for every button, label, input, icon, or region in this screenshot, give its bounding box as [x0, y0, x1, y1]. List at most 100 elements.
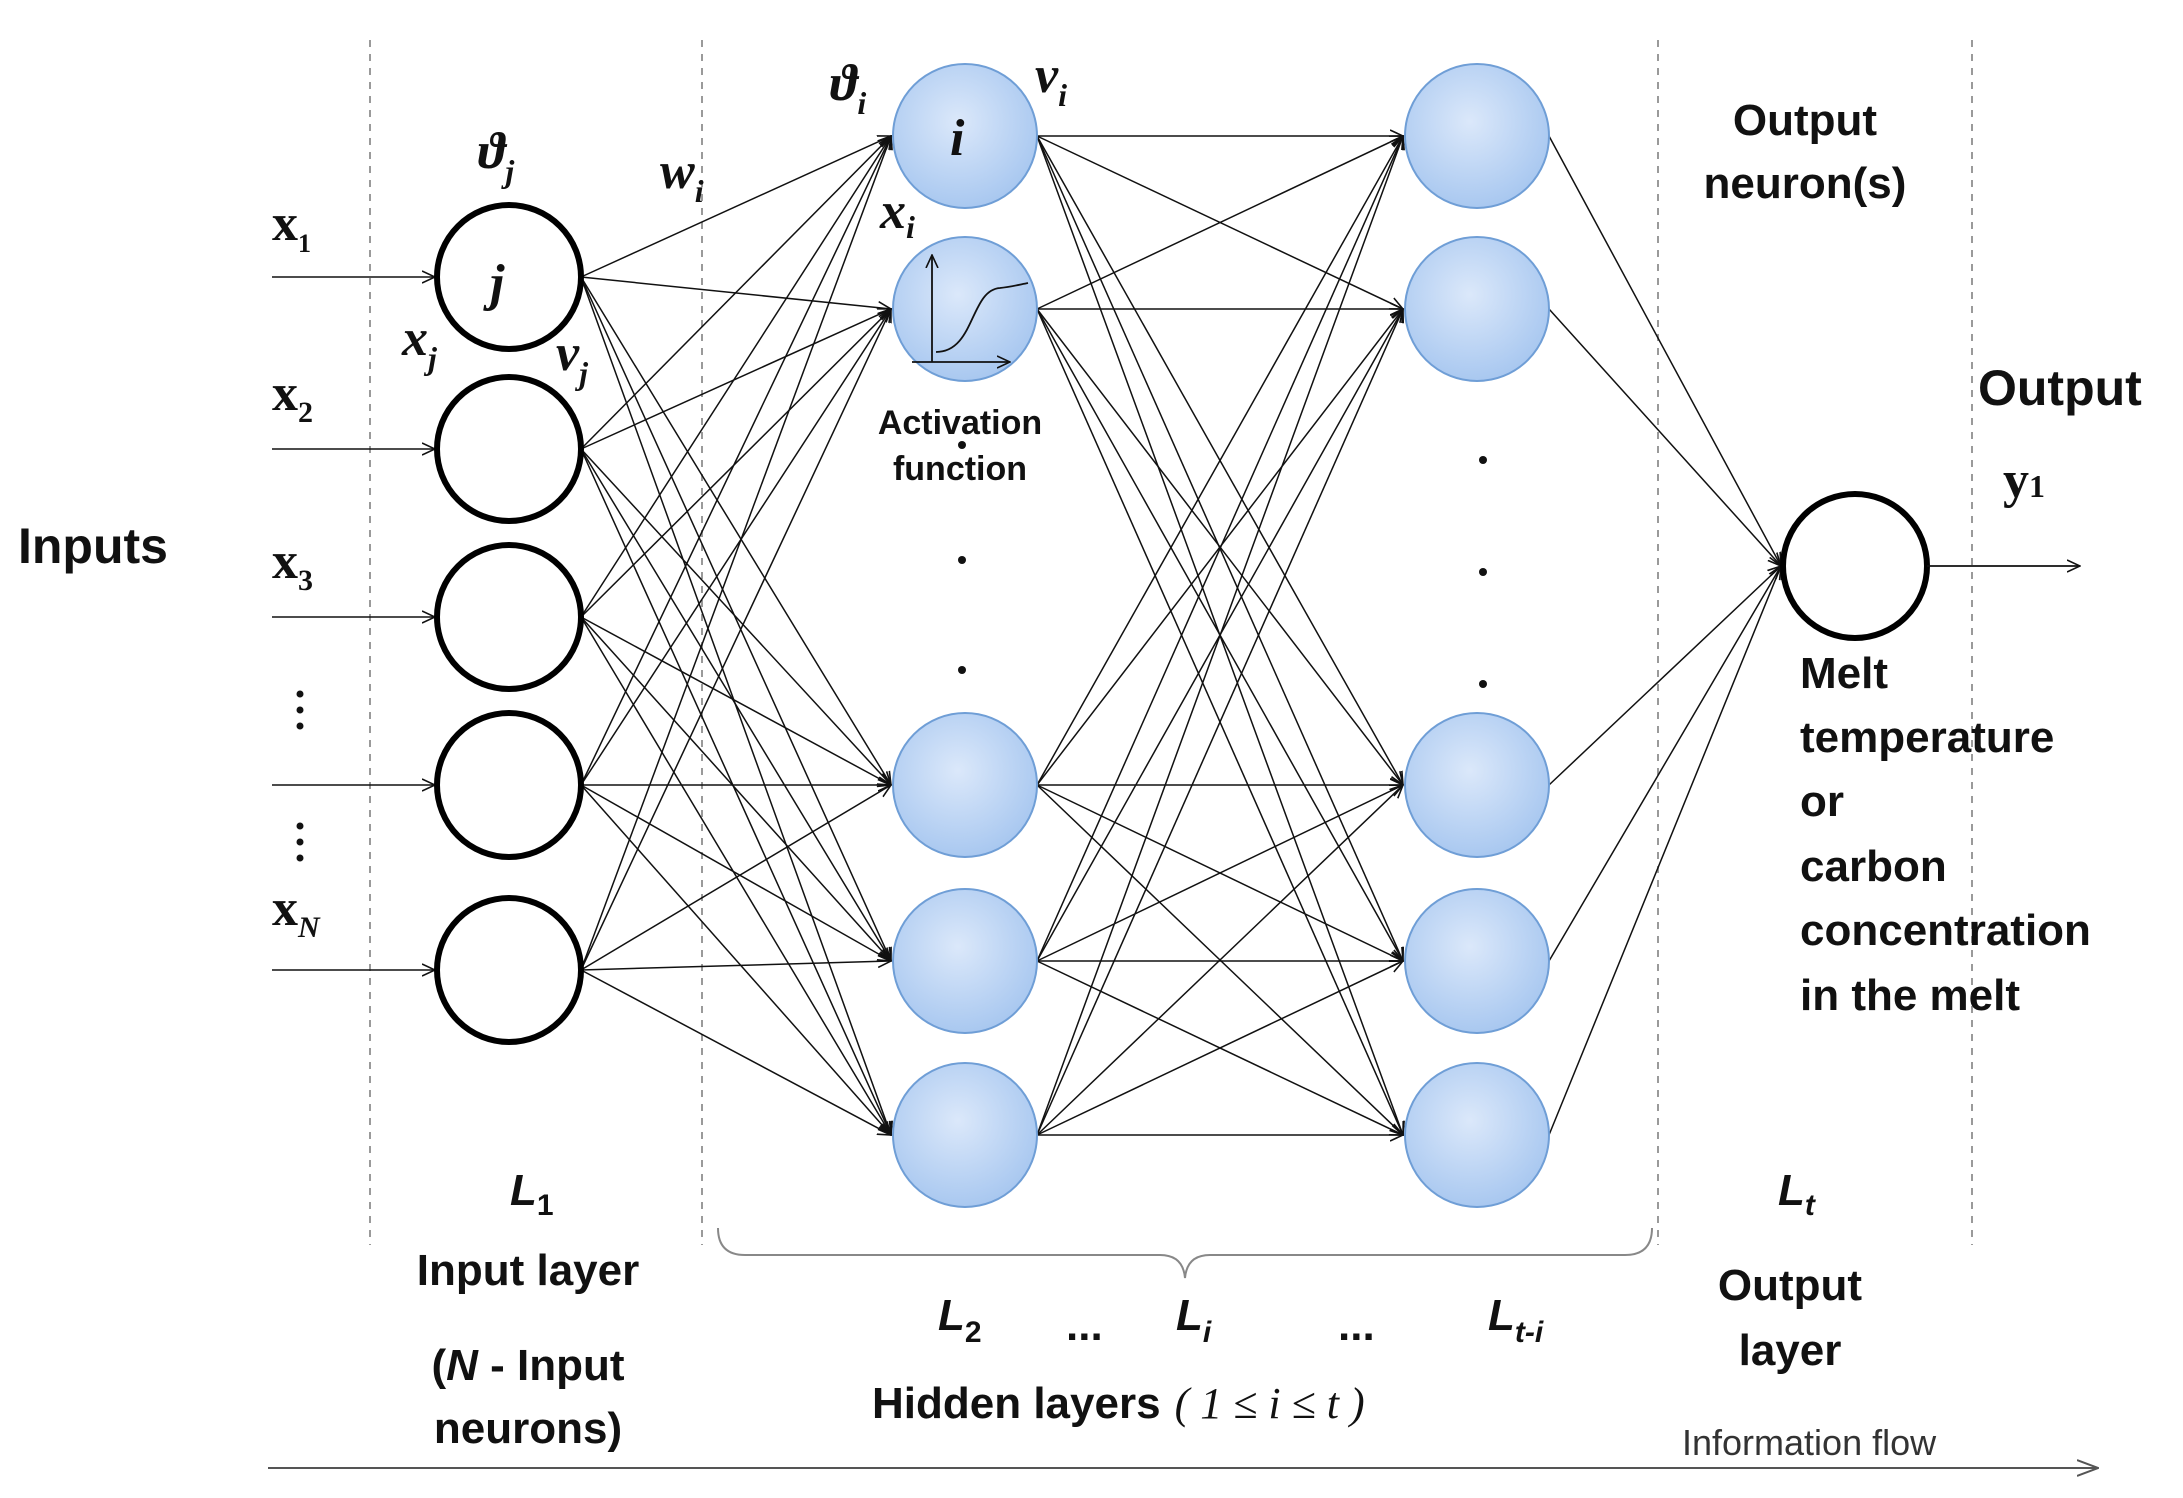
input-var-x3: x3 — [272, 533, 313, 597]
connection-line — [580, 276, 891, 785]
connection-line — [1036, 785, 1403, 962]
connection-line — [580, 276, 891, 961]
hidden-layers-brace — [717, 1227, 1653, 1279]
hidden-neuron-v: vi — [1035, 47, 1067, 113]
hidden-neuron-theta: ϑi — [830, 55, 866, 121]
connection-line — [580, 136, 891, 450]
connection-line — [580, 448, 891, 785]
input-layer-line2: (N - Input — [431, 1341, 624, 1390]
hidden-dots-2: ... — [1338, 1301, 1375, 1350]
output-description-line: Melt — [1800, 649, 1888, 698]
connection-line — [580, 969, 891, 1135]
hidden-neuron — [892, 236, 1038, 382]
input-neuron-v: vj — [556, 325, 588, 391]
output-label: Output — [1978, 360, 2142, 416]
input-neuron — [434, 374, 584, 524]
input-var-xN: xN — [272, 880, 321, 944]
layer-Lti-label: Lt-i — [1488, 1291, 1544, 1349]
weight-label: wi — [660, 143, 704, 209]
connection-line — [580, 136, 891, 278]
layer-Li-label: Li — [1176, 1291, 1212, 1349]
input-ellipsis-dots — [296, 690, 304, 862]
hidden-neuron — [892, 63, 1038, 209]
connection-line — [580, 616, 891, 961]
hidden-neuron — [892, 888, 1038, 1034]
connection-line — [580, 784, 891, 961]
connection-line — [1548, 566, 1781, 1136]
input-arrows — [272, 277, 435, 970]
input-var-x2: x2 — [272, 365, 313, 429]
input-layer-line3: neurons) — [434, 1404, 622, 1453]
connection-line — [580, 136, 891, 786]
layer-separators — [369, 40, 1973, 1245]
output-neuron — [1780, 491, 1930, 641]
input-neuron — [434, 542, 584, 692]
input-var-x1: x1 — [272, 195, 311, 258]
connection-line — [580, 448, 891, 961]
information-flow-label: Information flow — [1682, 1422, 1937, 1463]
connection-line — [580, 616, 891, 785]
output-description: Melt temperature or carbon concentration… — [1800, 649, 2091, 1020]
activation-label-line2: function — [893, 450, 1027, 488]
hidden-neuron — [1404, 236, 1550, 382]
hidden-neuron — [1404, 1062, 1550, 1208]
input-neuron-theta: ϑj — [478, 123, 514, 189]
output-description-line: temperature — [1800, 713, 2054, 762]
layer-L1-label: L1 — [510, 1166, 554, 1222]
output-layer-line1: Output — [1718, 1261, 1863, 1310]
connection-line — [580, 784, 891, 1135]
input-neuron — [434, 895, 584, 1045]
hidden-layers-label: Hidden layers( 1 ≤ i ≤ t ) — [872, 1379, 1365, 1428]
connection-line — [1036, 136, 1403, 786]
hidden-dots-1: ... — [1066, 1301, 1103, 1350]
connection-line — [1036, 785, 1403, 1136]
input-layer-line1: Input layer — [417, 1246, 640, 1295]
connection-line — [580, 309, 891, 618]
output-layer-line2: layer — [1739, 1326, 1842, 1375]
hidden-neuron — [892, 1062, 1038, 1208]
connection-line — [580, 136, 891, 618]
input-neuron — [434, 202, 584, 352]
output-neurons-line1: Output — [1733, 96, 1878, 145]
connection-line — [1036, 136, 1403, 962]
connection-line — [1036, 309, 1403, 1136]
connection-line — [580, 785, 891, 971]
input-neuron-x: xj — [401, 310, 437, 376]
connection-line — [1036, 136, 1403, 1136]
connection-line — [1548, 308, 1781, 566]
hidden-ellipsis-dots — [958, 441, 1487, 688]
output-description-line: carbon — [1800, 842, 1947, 891]
connection-line — [1548, 566, 1781, 786]
output-description-line: or — [1800, 777, 1844, 826]
hidden-neuron — [1404, 888, 1550, 1034]
hidden-neuron — [1404, 712, 1550, 858]
connection-line — [580, 448, 891, 1135]
output-var-y1: y1 — [2003, 452, 2045, 509]
connection-line — [1548, 135, 1781, 566]
connection-line — [580, 309, 891, 450]
activation-label-line1: Activation — [878, 404, 1042, 442]
connection-line — [1036, 136, 1403, 310]
layer-L2-label: L2 — [938, 1291, 982, 1349]
hidden-neuron — [892, 712, 1038, 858]
connection-line — [1548, 566, 1781, 962]
connections — [580, 135, 1781, 1136]
layer-Lt-label: Lt — [1778, 1166, 1817, 1222]
hidden-neuron — [1404, 63, 1550, 209]
output-description-line: in the melt — [1800, 971, 2020, 1020]
hidden-neuron-x: xi — [879, 183, 915, 245]
connection-line — [580, 961, 891, 971]
output-description-line: concentration — [1800, 906, 2091, 955]
connection-line — [580, 309, 891, 786]
connection-line — [580, 616, 891, 1135]
connection-line — [1036, 961, 1403, 1136]
hidden-neuron-name: i — [950, 110, 965, 167]
activation-function-icon — [912, 255, 1029, 362]
input-neuron — [434, 710, 584, 860]
inputs-label: Inputs — [18, 518, 168, 574]
neurons — [434, 63, 1930, 1208]
output-neurons-line2: neuron(s) — [1704, 159, 1907, 208]
connection-line — [580, 309, 891, 971]
connection-line — [580, 136, 891, 971]
